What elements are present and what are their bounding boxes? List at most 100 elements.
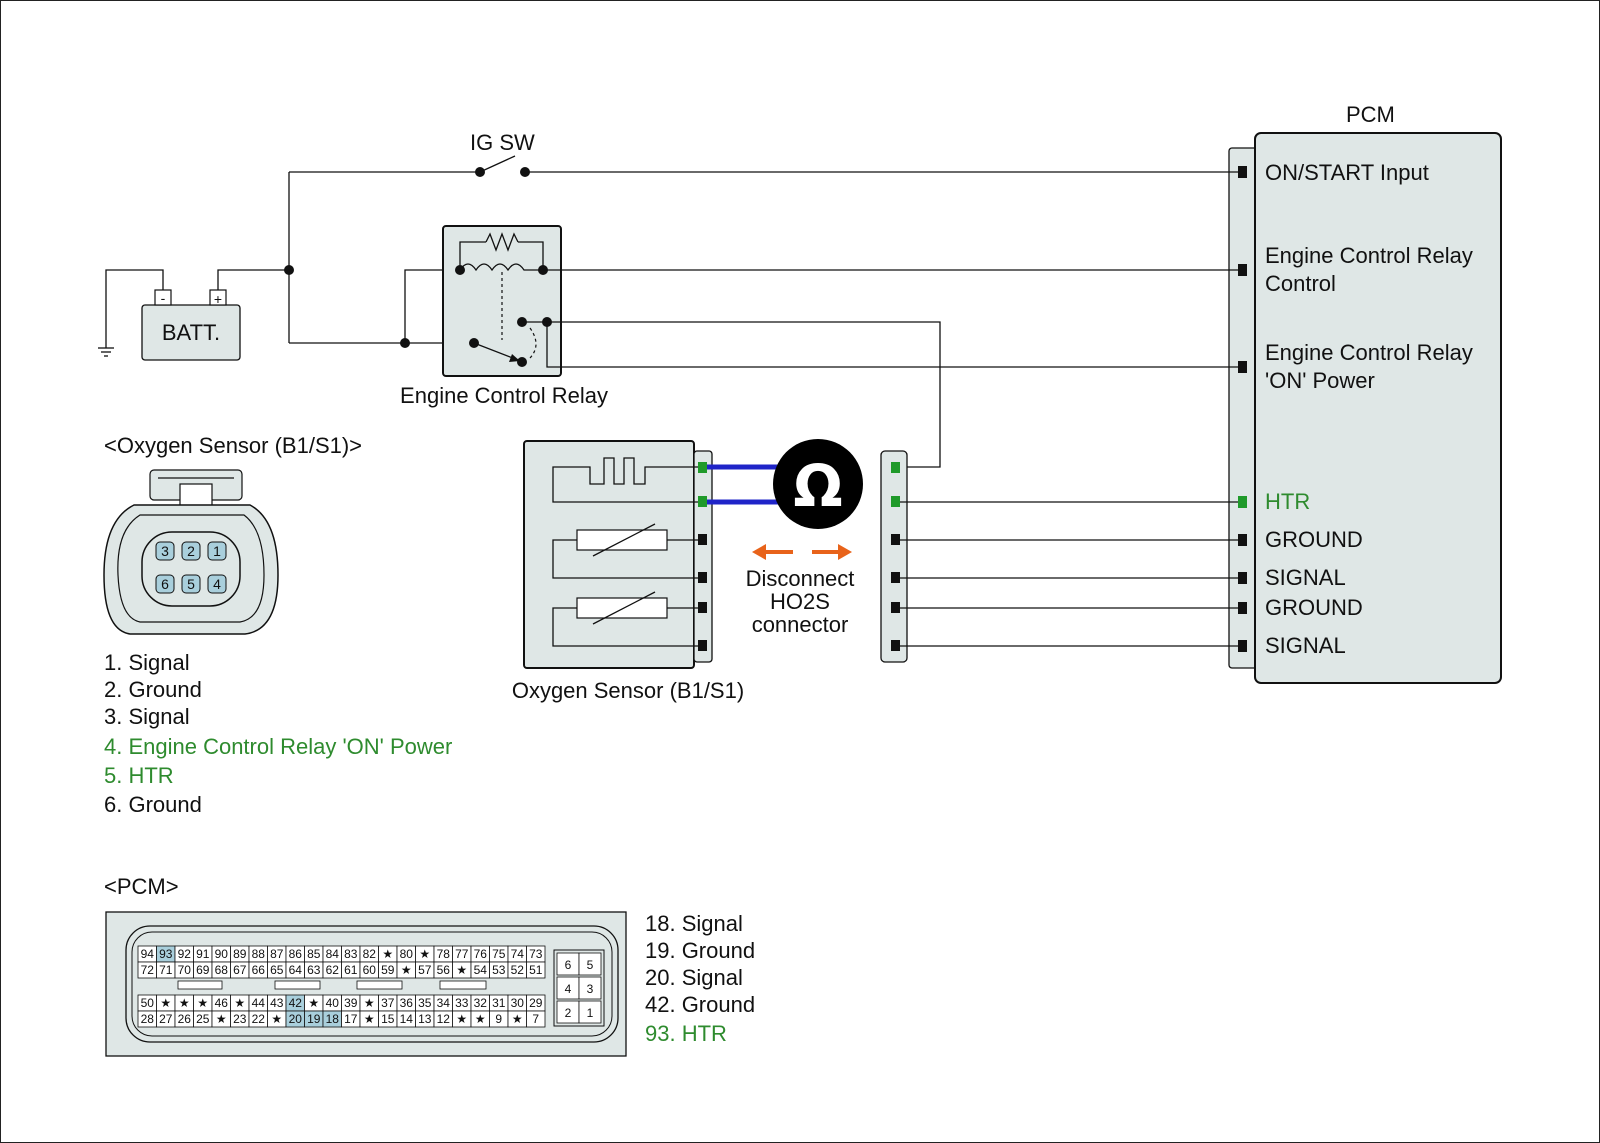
disconnect-note-line: HO2S bbox=[770, 589, 830, 614]
sensor-face-pin bbox=[155, 574, 175, 594]
pcm-pin-number: 56 bbox=[437, 963, 451, 977]
pcm-pin-number: 31 bbox=[492, 996, 506, 1010]
pcm-pin-number: ★ bbox=[197, 996, 208, 1010]
pcm-pin-number: 91 bbox=[196, 947, 210, 961]
pcm-pin-number: 61 bbox=[344, 963, 358, 977]
battery-label: BATT. bbox=[162, 320, 220, 345]
battery: - + BATT. bbox=[98, 269, 289, 361]
pcm-pin-cell bbox=[526, 1010, 546, 1028]
pcm-pin-number: 12 bbox=[437, 1012, 451, 1026]
ohm-symbol: Ω bbox=[793, 452, 842, 520]
pcm-pin-number: 92 bbox=[178, 947, 192, 961]
relay-contact bbox=[517, 357, 527, 367]
pcm-pin-number: 94 bbox=[141, 947, 155, 961]
pcm-pin-number: 67 bbox=[233, 963, 247, 977]
pcm-legend-item: 18. Signal bbox=[645, 911, 743, 936]
pcm-pin bbox=[1238, 640, 1247, 652]
pcm-pin-number: ★ bbox=[216, 1012, 227, 1026]
pcm-pin-number: 53 bbox=[492, 963, 506, 977]
pcm-small-pin-number: 1 bbox=[587, 1006, 594, 1020]
pcm-pin-number: ★ bbox=[308, 996, 319, 1010]
pcm-pin-number: ★ bbox=[419, 947, 430, 961]
pcm-pin-number: 15 bbox=[381, 1012, 395, 1026]
pcm-pin-number: 37 bbox=[381, 996, 395, 1010]
pcm-small-pin bbox=[578, 1000, 602, 1024]
pcm-pin bbox=[1238, 602, 1247, 614]
oxygen-sensor: Oxygen Sensor (B1/S1) bbox=[512, 440, 744, 703]
pcm-small-pin-number: 3 bbox=[587, 982, 594, 996]
pcm-pin-number: 39 bbox=[344, 996, 358, 1010]
pcm-pin-number: 17 bbox=[344, 1012, 358, 1026]
pcm-pin-number: 35 bbox=[418, 996, 432, 1010]
harness-pin bbox=[891, 640, 900, 651]
pcm-pin-number: 19 bbox=[307, 1012, 321, 1026]
wire-relay-on-power bbox=[546, 322, 1238, 368]
battery-body bbox=[141, 304, 241, 361]
sensor-legend-item: 3. Signal bbox=[104, 704, 190, 729]
pcm-pin-number: ★ bbox=[179, 996, 190, 1010]
pcm-pin-number: ★ bbox=[160, 996, 171, 1010]
switch-contact bbox=[520, 167, 530, 177]
sensor-body bbox=[523, 440, 695, 669]
pcm-pin-number: 68 bbox=[215, 963, 229, 977]
pcm-pin bbox=[1238, 534, 1247, 546]
pcm-pin-number: 42 bbox=[289, 996, 303, 1010]
pcm-pin-number: ★ bbox=[382, 947, 393, 961]
pcm-terminal-pins bbox=[1238, 166, 1247, 652]
pcm-pin-number: ★ bbox=[401, 963, 412, 977]
harness-pin bbox=[891, 534, 900, 545]
pcm-pin-number: 9 bbox=[495, 1012, 502, 1026]
pcm-pin-number: 27 bbox=[159, 1012, 173, 1026]
pcm-legend-item: 93. HTR bbox=[645, 1021, 727, 1046]
harness-pin bbox=[891, 462, 900, 473]
sensing-element-1 bbox=[576, 529, 668, 551]
sensor-pin bbox=[698, 496, 707, 507]
pcm-terminal-label: Engine Control Relay bbox=[1265, 243, 1473, 268]
pcm-pin-number: 76 bbox=[474, 947, 488, 961]
pcm-legend-item: 19. Ground bbox=[645, 938, 755, 963]
connector-key bbox=[439, 980, 487, 990]
pcm-legend-item: 20. Signal bbox=[645, 965, 743, 990]
pcm-pin-number: 87 bbox=[270, 947, 284, 961]
sensor-pin bbox=[698, 462, 707, 473]
sensor-face-pin-number: 4 bbox=[213, 576, 221, 592]
pcm-pin-number: ★ bbox=[456, 963, 467, 977]
heater-element bbox=[552, 457, 703, 503]
pcm-pin-number: 29 bbox=[529, 996, 543, 1010]
pcm-pin-number: 78 bbox=[437, 947, 451, 961]
harness-pin bbox=[891, 496, 900, 507]
switch-contact bbox=[475, 167, 485, 177]
pcm-pin bbox=[1238, 572, 1247, 584]
sensor-pin bbox=[698, 602, 707, 613]
pcm-pin-number: 74 bbox=[511, 947, 525, 961]
connector-key bbox=[274, 980, 321, 990]
pcm-pin-number: 63 bbox=[307, 963, 321, 977]
sensor-view-title: <Oxygen Sensor (B1/S1)> bbox=[104, 433, 362, 458]
pcm-pin-number: 44 bbox=[252, 996, 266, 1010]
pcm-pin-number: ★ bbox=[456, 1012, 467, 1026]
harness-pin bbox=[891, 572, 900, 583]
ohmmeter-icon bbox=[773, 439, 863, 529]
wire-relay-to-sensor bbox=[547, 321, 941, 468]
pcm-view-title: <PCM> bbox=[104, 874, 179, 899]
pcm-pin bbox=[1238, 166, 1247, 178]
pcm-pin-number: 69 bbox=[196, 963, 210, 977]
sensor-pin bbox=[698, 572, 707, 583]
harness-connector-body bbox=[880, 450, 908, 663]
pcm-small-pin-number: 5 bbox=[587, 958, 594, 972]
pcm-pin-number: ★ bbox=[271, 1012, 282, 1026]
sensing-element-2 bbox=[576, 597, 668, 619]
pcm-pin-number: 83 bbox=[344, 947, 358, 961]
pcm-pin-number: 23 bbox=[233, 1012, 247, 1026]
pcm-title: PCM bbox=[1346, 102, 1395, 127]
pcm-pin-number: 43 bbox=[270, 996, 284, 1010]
pcm-pin-number: 7 bbox=[532, 1012, 539, 1026]
pcm-terminal-label: SIGNAL bbox=[1265, 633, 1346, 658]
pcm-pin-number: 36 bbox=[400, 996, 414, 1010]
pcm-pin-number: 46 bbox=[215, 996, 229, 1010]
